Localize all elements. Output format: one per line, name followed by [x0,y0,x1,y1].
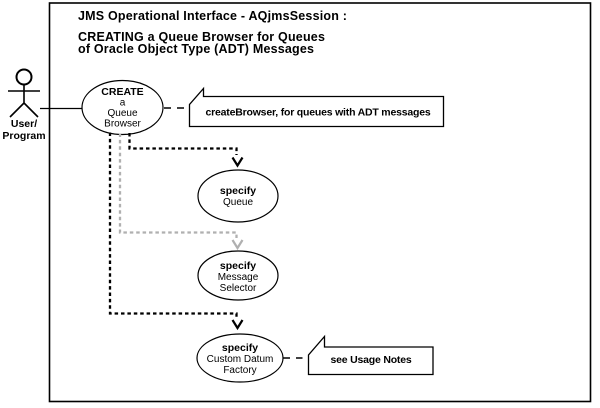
note-create-browser-text: createBrowser, for queues with ADT messa… [205,107,430,119]
use-case-text: specify [222,342,258,354]
use-case-text: Queue [223,197,253,208]
dependency-line-specify-custom-datum-factory [108,132,238,318]
diagram-title-line2: CREATING a Queue Browser for Queues [78,30,325,44]
dependency-line-specify-queue [128,133,238,155]
use-case-specify-message-selector: specify Message Selector [197,250,279,301]
use-case-text: Factory [223,365,256,376]
use-case-specify-queue: specify Queue [197,169,279,223]
diagram-title-line3: of Oracle Object Type (ADT) Messages [78,42,314,56]
note-usage-shape [307,334,434,376]
diagram-title-line1: JMS Operational Interface - AQjmsSession… [78,9,347,23]
use-case-text: Selector [220,283,257,294]
use-case-text: Queue [107,108,137,119]
use-case-create-queue-browser: CREATE a Queue Browser [81,79,164,136]
use-case-create-queue-browser-ellipse [81,79,164,136]
note-usage-text: see Usage Notes [330,354,411,366]
use-case-specify-message-selector-ellipse [197,250,279,301]
use-case-text: Custom Datum [207,354,274,365]
actor-label-line2: Program [2,130,45,142]
actor-head-icon [15,68,33,86]
use-case-text: a [120,98,126,109]
note-usage: see Usage Notes [307,334,434,376]
use-case-specify-queue-ellipse [197,169,279,223]
actor-user-program: User/ Program [2,68,46,142]
arrowhead-specify-message-selector-icon [231,239,244,251]
actor-body-icon [8,84,40,118]
use-case-text: CREATE [101,86,143,98]
use-case-text: Message [218,272,259,283]
note-create-browser: createBrowser, for queues with ADT messa… [188,86,445,128]
diagram-frame [48,2,592,403]
note-create-browser-shape [188,86,445,128]
actor-label-line1: User/ [11,118,37,130]
use-case-text: Browser [104,119,141,130]
arrowhead-specify-queue-icon [231,156,244,168]
use-case-text: specify [220,260,256,272]
arrowhead-specify-custom-datum-factory-icon [231,319,244,331]
dependency-line-specify-message-selector [118,133,238,238]
use-case-text: specify [220,185,256,197]
use-case-specify-custom-datum-factory: specify Custom Datum Factory [196,333,284,383]
use-case-specify-custom-datum-factory-ellipse [196,333,284,383]
